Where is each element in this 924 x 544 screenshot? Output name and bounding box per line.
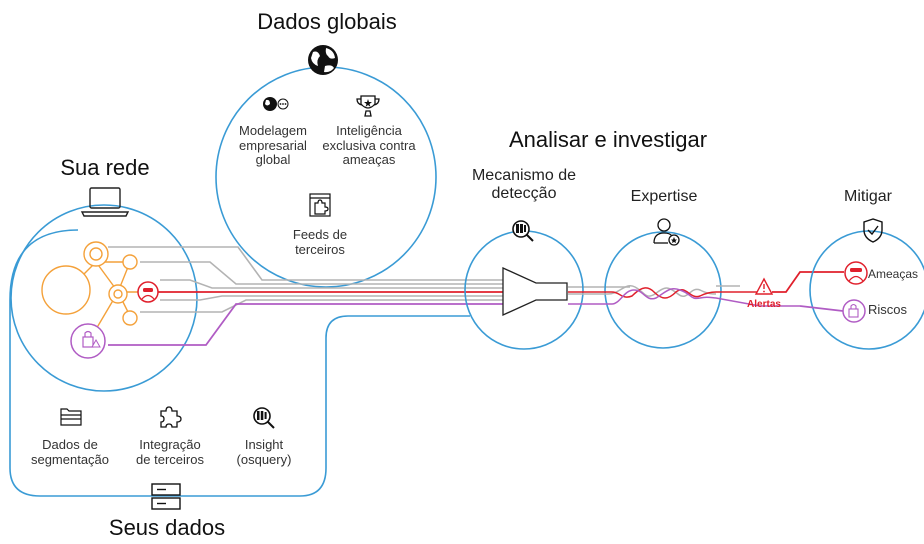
threats-output-icon — [844, 261, 868, 285]
mitigate-circle — [809, 230, 924, 350]
alert-triangle-icon — [754, 277, 774, 295]
threats-output-label: Ameaças — [868, 267, 919, 281]
global-item-label: Modelagem empresarial global — [239, 123, 307, 168]
your-network-heading: Sua rede — [60, 155, 150, 180]
search-engine-icon — [512, 220, 534, 242]
expert-user-icon — [653, 218, 680, 246]
shield-check-icon — [863, 218, 883, 243]
risks-output-label: Riscos — [868, 302, 908, 317]
expertise-circle — [604, 231, 722, 349]
server-icon — [151, 483, 181, 510]
search-data-icon — [253, 407, 275, 429]
puzzle-window-icon — [309, 193, 331, 217]
network-circle — [10, 204, 198, 392]
funnel-shape — [502, 266, 568, 317]
puzzle-icon — [160, 406, 182, 428]
trophy-icon — [356, 95, 380, 117]
global-data-heading: Dados globais — [257, 9, 397, 34]
network-threat-icon — [137, 281, 159, 303]
alerts-label: Alertas — [747, 299, 781, 310]
data-item-label: Insight (osquery) — [236, 437, 292, 467]
risks-output-icon — [842, 299, 866, 323]
risk-flow-line — [108, 303, 505, 346]
expertise-label: Expertise — [630, 188, 698, 205]
mitigate-label: Mitigar — [843, 188, 892, 205]
global-item-label: Feeds de terceiros — [292, 227, 348, 257]
data-item-label: Dados de segmentação — [30, 437, 110, 467]
analyze-heading: Analisar e investigar — [508, 127, 708, 152]
gray-flow-lines — [108, 246, 630, 313]
folders-icon — [60, 408, 82, 426]
your-data-heading: Seus dados — [108, 515, 226, 540]
globe-arrows-icon — [263, 97, 289, 111]
network-graph — [41, 241, 146, 337]
global-item-label: Inteligência exclusiva contra ameaças — [322, 123, 416, 168]
engine-label: Mecanismo de detecção — [471, 167, 577, 202]
data-item-label: Integração de terceiros — [136, 437, 204, 467]
laptop-icon — [80, 187, 130, 217]
braided-lines — [568, 285, 800, 307]
network-risk-icon — [70, 323, 106, 359]
globe-icon — [308, 45, 338, 75]
